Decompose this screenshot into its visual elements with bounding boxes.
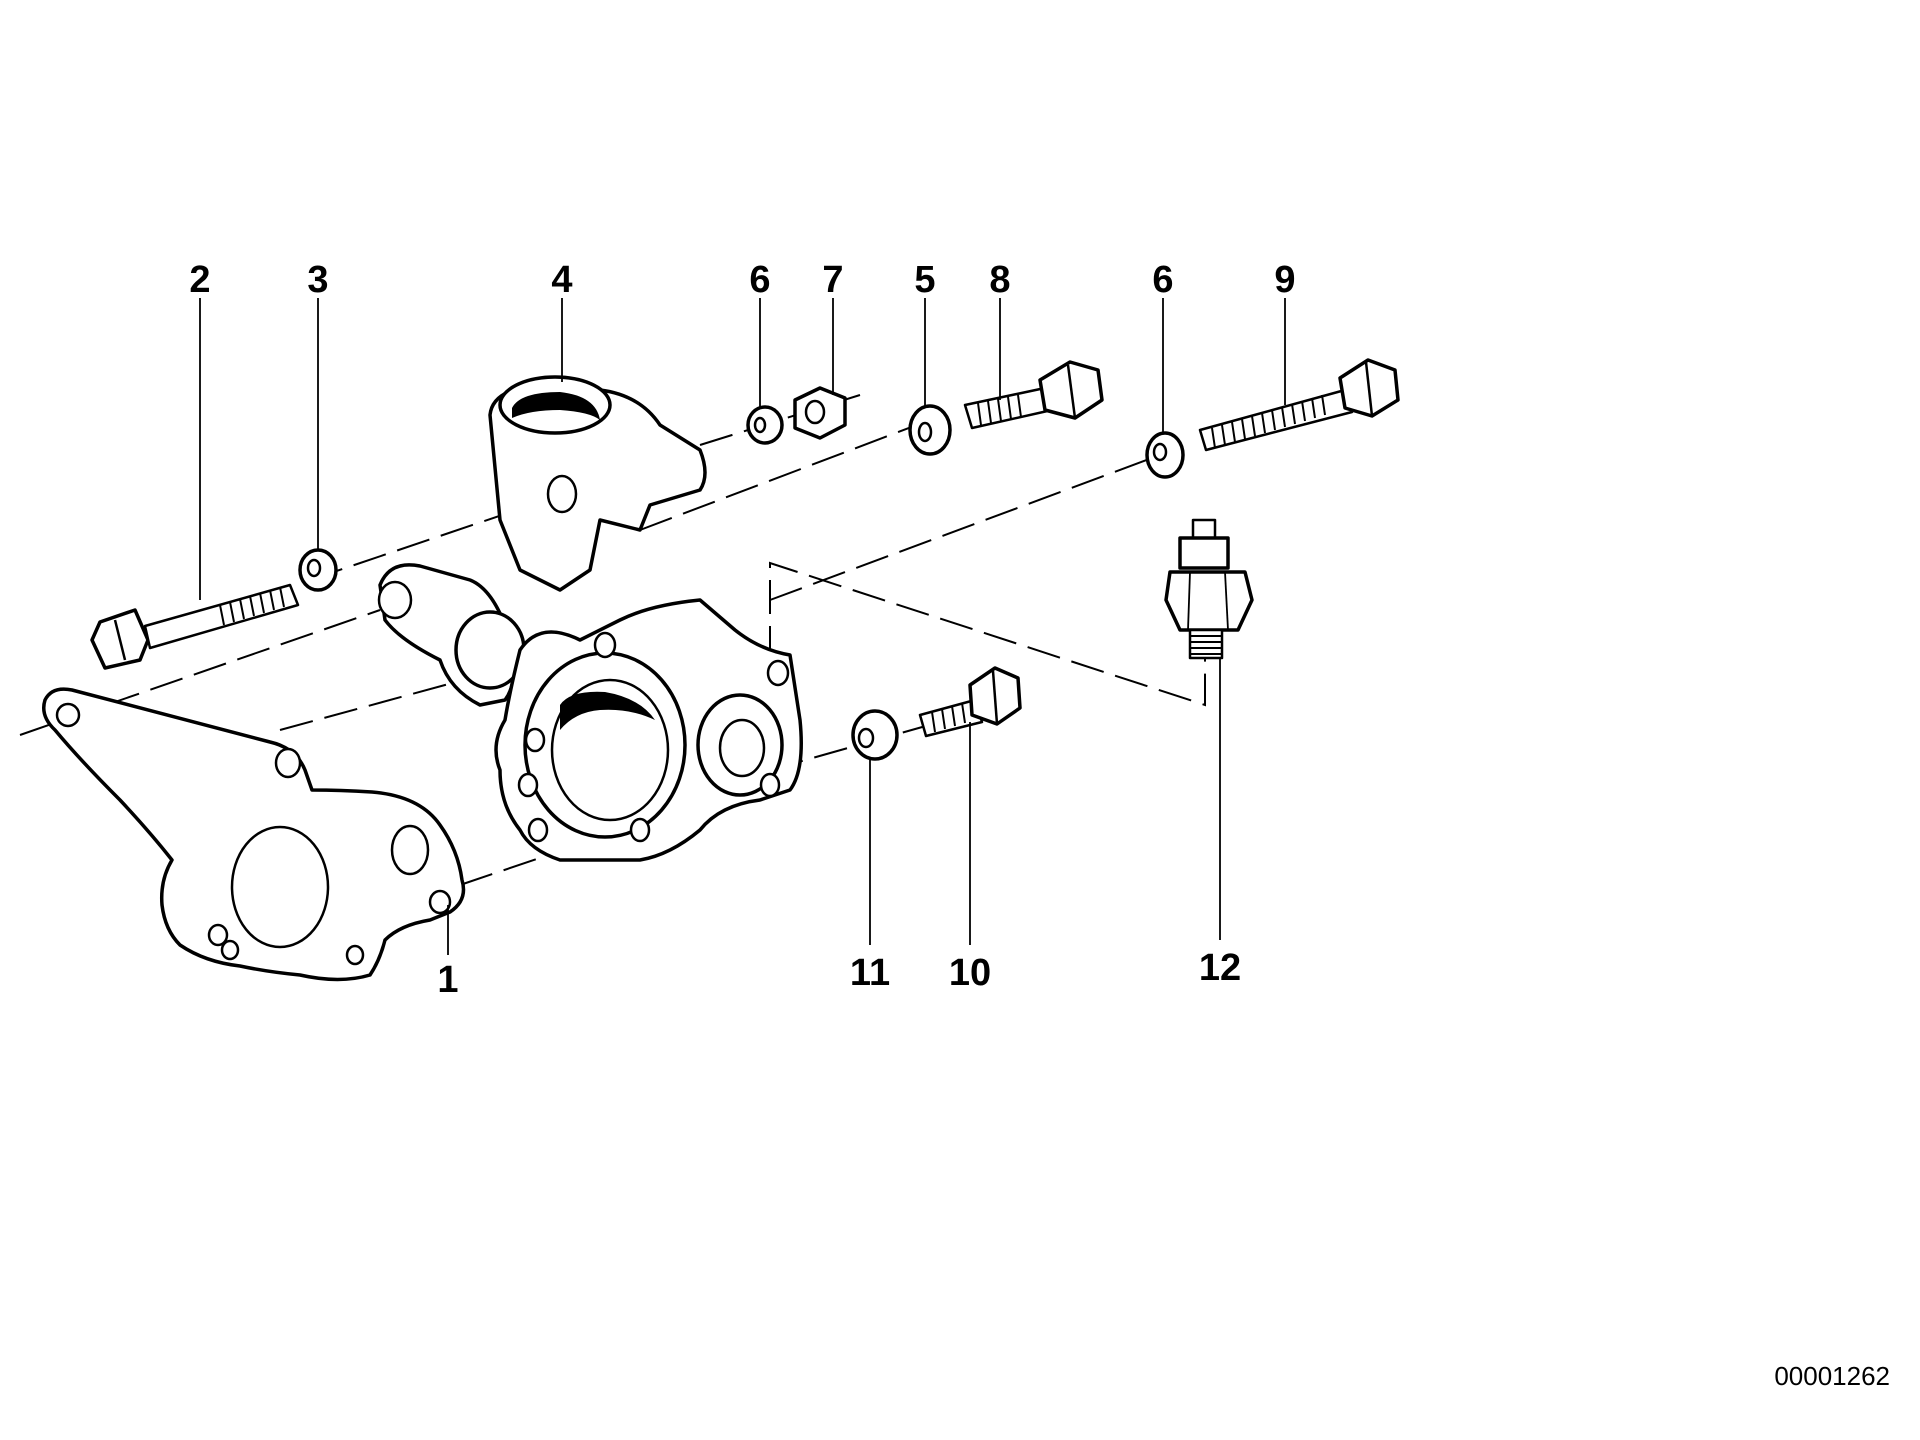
washer-6b — [1145, 431, 1185, 479]
bolt-short-8 — [963, 360, 1104, 430]
callout-11: 11 — [850, 952, 890, 994]
callout-3: 3 — [307, 259, 328, 301]
callout-2: 2 — [189, 259, 210, 301]
bolt-long-left — [90, 583, 300, 670]
callout-4: 4 — [551, 259, 572, 301]
bolt-10 — [918, 666, 1022, 738]
callout-12: 12 — [1199, 947, 1241, 989]
nut-7 — [793, 386, 847, 440]
gasket — [42, 687, 466, 982]
callout-9: 9 — [1274, 259, 1295, 301]
callout-10: 10 — [949, 952, 991, 994]
washer-5 — [908, 404, 952, 456]
callout-8: 8 — [989, 259, 1010, 301]
washer-3 — [298, 548, 338, 592]
pump-housing — [377, 375, 803, 862]
bolt-long-9 — [1198, 358, 1400, 452]
leader-lines — [199, 298, 1286, 955]
document-id: 00001262 — [1774, 1361, 1890, 1391]
callout-numbers: 2 3 4 6 7 5 8 6 9 1 11 10 12 — [189, 259, 1295, 1001]
callout-1: 1 — [437, 959, 458, 1001]
callout-6b: 6 — [1152, 259, 1173, 301]
callout-6a: 6 — [749, 259, 770, 301]
washer-6a — [746, 405, 784, 445]
callout-7: 7 — [822, 259, 843, 301]
pressure-switch-12 — [1164, 518, 1254, 660]
washer-11 — [851, 709, 899, 761]
callout-5: 5 — [914, 259, 935, 301]
